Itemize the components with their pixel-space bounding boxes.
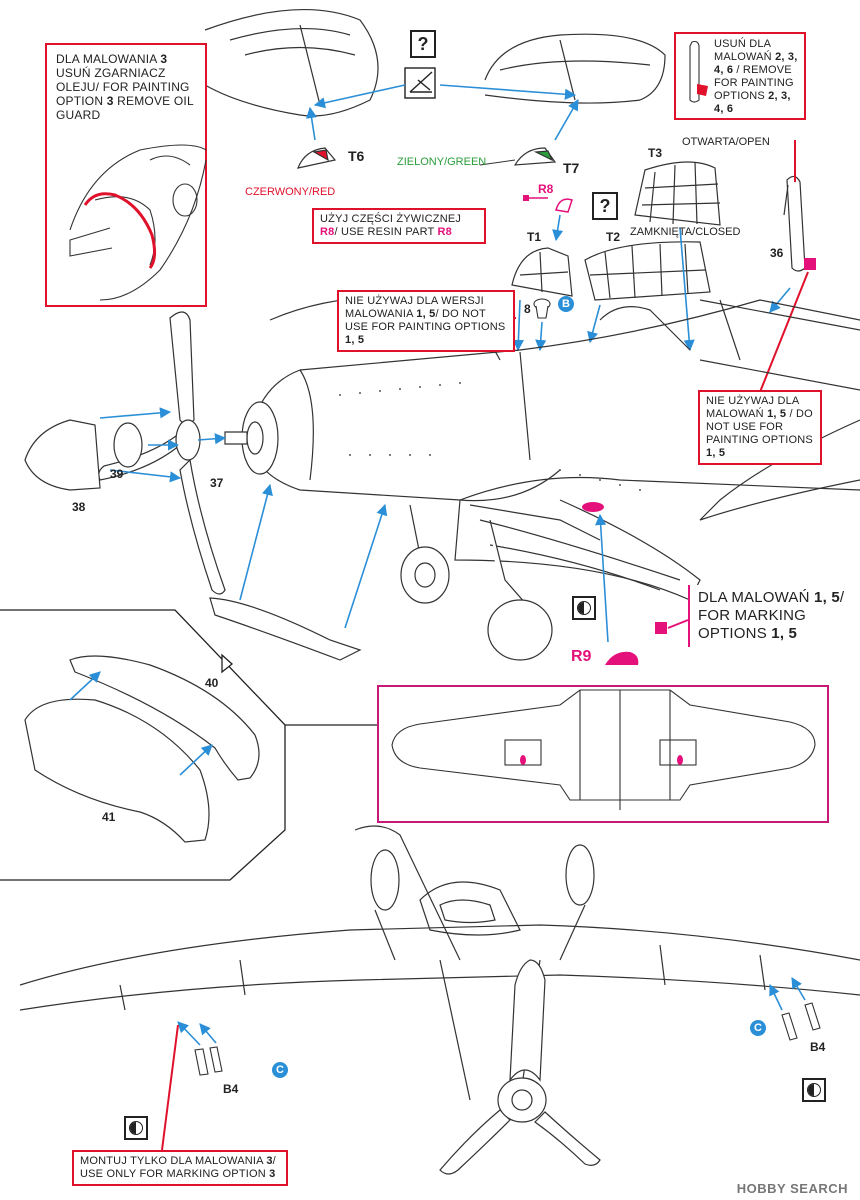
r9-underside-right bbox=[677, 755, 683, 765]
half-disc-icon bbox=[124, 1116, 148, 1140]
half-disc-icon bbox=[572, 596, 596, 620]
part-8-knob bbox=[533, 298, 551, 319]
part-label-40: 40 bbox=[205, 676, 219, 690]
watermark: HOBBY SEARCH bbox=[736, 1181, 848, 1196]
caption-green: ZIELONY/GREEN bbox=[397, 156, 487, 168]
half-disc-icon bbox=[802, 1078, 826, 1102]
wing-underside-inset bbox=[377, 685, 829, 823]
caption-closed: ZAMKNIĘTA/CLOSED bbox=[630, 226, 741, 238]
r9-underside-left bbox=[520, 755, 526, 765]
resin-part-r8 bbox=[555, 198, 573, 213]
canopy-t1 bbox=[511, 247, 573, 297]
pins-b4-left bbox=[194, 1046, 223, 1076]
spinner-plate-39 bbox=[113, 422, 143, 468]
spinner-hub bbox=[224, 401, 279, 475]
decal-placement-icon bbox=[404, 67, 436, 99]
engine-closeup bbox=[69, 144, 207, 301]
marker-square-icon bbox=[804, 258, 816, 270]
part-label-t6: T6 bbox=[348, 148, 365, 164]
fuselage-side-view bbox=[249, 296, 860, 601]
remove-part-icon bbox=[689, 40, 708, 103]
badge-b-icon: B bbox=[558, 296, 574, 312]
cowling-panel-40 bbox=[69, 655, 260, 781]
question-mark-icon: ? bbox=[410, 30, 436, 58]
propeller bbox=[98, 311, 226, 595]
caption-open: OTWARTA/OPEN bbox=[682, 136, 770, 148]
caption-red: CZERWONY/RED bbox=[245, 186, 336, 198]
cowling-panel-41 bbox=[24, 698, 210, 843]
part-label-38: 38 bbox=[72, 500, 86, 514]
part-label-t2: T2 bbox=[606, 230, 621, 244]
part-label-39: 39 bbox=[110, 467, 124, 481]
oil-guard-ring bbox=[83, 192, 157, 269]
part-label-r9: R9 bbox=[571, 648, 592, 665]
question-mark-icon: ? bbox=[592, 192, 618, 220]
inset-detail-frame bbox=[0, 609, 378, 881]
rivet-dots bbox=[339, 382, 641, 491]
part-label-t7: T7 bbox=[563, 160, 580, 176]
callout-not-use-options-a: NIE UŻYWAJ DLA WERSJI MALOWANIA 1, 5/ DO… bbox=[337, 290, 515, 352]
wing-underside-plan bbox=[391, 689, 816, 810]
marker-square-icon bbox=[655, 622, 667, 634]
aircraft-front-view bbox=[19, 825, 860, 1101]
callout-marking-options: DLA MALOWAŃ 1, 5/ FOR MARKING OPTIONS 1,… bbox=[688, 585, 854, 647]
callout-not-use-options-b: NIE UŻYWAJ DLA MALOWAŃ 1, 5 / DO NOT USE… bbox=[698, 390, 822, 465]
part-label-8: 8 bbox=[524, 302, 531, 316]
wing-fragment-left bbox=[204, 9, 379, 117]
part-label-b4-right: B4 bbox=[810, 1040, 826, 1054]
badge-c-icon: C bbox=[750, 1020, 766, 1036]
canopy-t2-closed bbox=[584, 241, 711, 301]
part-label-t1: T1 bbox=[527, 230, 542, 244]
antenna-mast bbox=[783, 175, 806, 272]
radiator-scoop bbox=[209, 597, 362, 661]
callout-oil-guard: DLA MALOWANIA 3 USUŃ ZGARNIACZ OLEJU/ FO… bbox=[56, 52, 194, 122]
part-label-37: 37 bbox=[210, 476, 224, 490]
part-label-t3: T3 bbox=[648, 146, 663, 160]
badge-c-icon: C bbox=[272, 1062, 288, 1078]
resin-part-r9 bbox=[605, 651, 639, 665]
part-label-41: 41 bbox=[102, 810, 116, 824]
oil-guard-inset bbox=[45, 43, 207, 307]
lamp-t6 bbox=[297, 147, 337, 169]
part-label-b4-left: B4 bbox=[223, 1082, 239, 1096]
part-label-r8: R8 bbox=[538, 182, 554, 196]
callout-only-option-3: MONTUJ TYLKO DLA MALOWANIA 3/ USE ONLY F… bbox=[72, 1150, 288, 1186]
callout-resin-part: UŻYJ CZĘŚCI ŻYWICZNEJ R8/ USE RESIN PART… bbox=[312, 208, 486, 244]
landing-gear-side bbox=[400, 504, 553, 661]
wing-fragment-right bbox=[484, 33, 666, 104]
part-label-36: 36 bbox=[770, 246, 784, 260]
canopy-t3-open bbox=[634, 161, 721, 226]
lamp-t7 bbox=[513, 147, 557, 166]
pins-b4-right bbox=[781, 1002, 821, 1041]
spinner-cone-38 bbox=[24, 419, 101, 491]
front-propeller bbox=[439, 959, 601, 1175]
r9-marker-spot bbox=[582, 502, 604, 512]
